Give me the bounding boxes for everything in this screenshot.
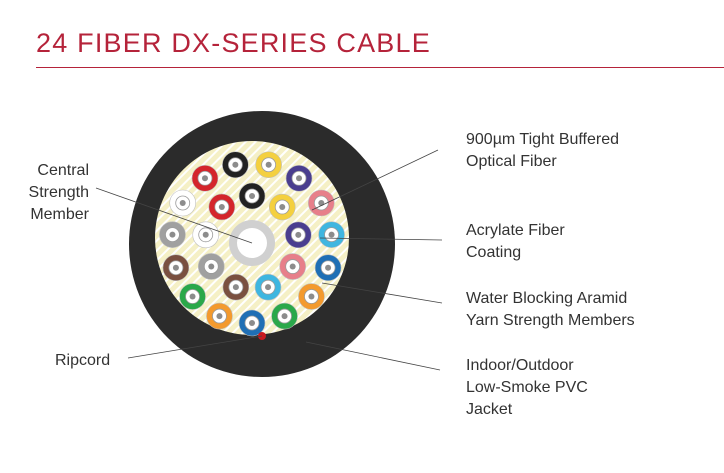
fiber-violet-1 — [285, 164, 313, 192]
label-line: Acrylate Fiber — [466, 222, 565, 239]
fiber-core — [318, 200, 325, 206]
fiber-core — [179, 200, 186, 206]
fiber-core — [201, 175, 208, 182]
label-line: Optical Fiber — [466, 153, 557, 170]
label-line: Strength — [28, 184, 89, 201]
fiber-core — [281, 313, 288, 320]
label-line: Indoor/Outdoor — [466, 357, 574, 374]
label-line: Water Blocking Aramid — [466, 290, 628, 307]
fiber-white-2 — [192, 221, 220, 249]
label-ripcord: Ripcord — [55, 350, 110, 372]
label-line: Coating — [466, 244, 522, 261]
label-line: Ripcord — [55, 352, 111, 369]
fiber-core — [296, 175, 303, 182]
leader-line-central-member — [95, 187, 253, 244]
fiber-core — [169, 231, 176, 238]
fiber-core — [232, 284, 239, 291]
fiber-core — [308, 293, 315, 300]
fiber-core — [265, 284, 272, 291]
fiber-core — [172, 264, 179, 271]
fiber-yellow-2 — [268, 193, 296, 221]
label-jacket: Indoor/Outdoor Low-Smoke PVC Jacket — [466, 355, 588, 421]
label-line: Member — [30, 206, 89, 223]
label-central-strength-member: Central Strength Member — [20, 160, 89, 226]
fiber-brown-1 — [162, 254, 190, 282]
fiber-group — [159, 151, 345, 337]
fiber-green-2 — [271, 302, 298, 330]
fiber-green-1 — [179, 283, 206, 310]
page-title: 24 FIBER DX-SERIES CABLE — [36, 28, 431, 58]
fiber-core — [265, 161, 272, 168]
fiber-core — [218, 203, 225, 210]
fiber-violet-2 — [284, 221, 312, 249]
fiber-black-1 — [222, 151, 249, 179]
fiber-blue-2 — [314, 254, 342, 282]
fiber-core — [325, 264, 332, 271]
fiber-aqua-2 — [254, 273, 282, 301]
fiber-orange-2 — [298, 283, 325, 310]
label-line: Jacket — [466, 401, 513, 418]
fiber-slate-1 — [159, 221, 186, 248]
leader-line-acrylate-coating — [319, 237, 443, 241]
label-tight-buffered-fiber: 900µm Tight Buffered Optical Fiber — [466, 129, 619, 173]
fiber-yellow-1 — [255, 151, 282, 179]
label-line: Low-Smoke PVC — [466, 379, 588, 396]
fiber-red-2 — [208, 193, 236, 221]
label-aramid-yarn: Water Blocking Aramid Yarn Strength Memb… — [466, 288, 635, 332]
leader-line-jacket — [305, 341, 441, 371]
fiber-core — [216, 313, 223, 320]
label-line: Central — [37, 162, 89, 179]
label-line: 900µm Tight Buffered — [466, 131, 620, 148]
fiber-aqua-1 — [318, 221, 345, 248]
fiber-core — [289, 263, 296, 270]
fiber-core — [189, 293, 196, 300]
fiber-core — [208, 263, 215, 270]
fiber-rose-1 — [307, 189, 335, 217]
leader-line-tight-buffered — [311, 149, 439, 211]
fiber-black-2 — [238, 182, 266, 210]
label-acrylate-coating: Acrylate Fiber Coating — [466, 220, 565, 264]
fiber-core — [279, 204, 286, 211]
fiber-brown-2 — [222, 273, 250, 301]
fiber-white-1 — [169, 189, 197, 217]
leader-line-aramid-yarn — [321, 282, 443, 304]
label-line: Yarn Strength Members — [466, 312, 635, 329]
fiber-rose-2 — [279, 253, 306, 280]
fiber-core — [249, 193, 256, 200]
title-rule — [36, 67, 724, 68]
leader-lines — [95, 149, 443, 371]
fiber-core — [249, 320, 255, 326]
fiber-red-1 — [191, 164, 219, 192]
fiber-core — [295, 231, 302, 238]
fiber-core — [328, 231, 335, 238]
fiber-core — [202, 231, 209, 238]
fiber-blue-1 — [238, 309, 266, 337]
fiber-orange-1 — [206, 302, 233, 330]
fiber-core — [232, 161, 239, 168]
leader-line-ripcord — [127, 335, 263, 359]
fiber-slate-2 — [197, 253, 225, 280]
